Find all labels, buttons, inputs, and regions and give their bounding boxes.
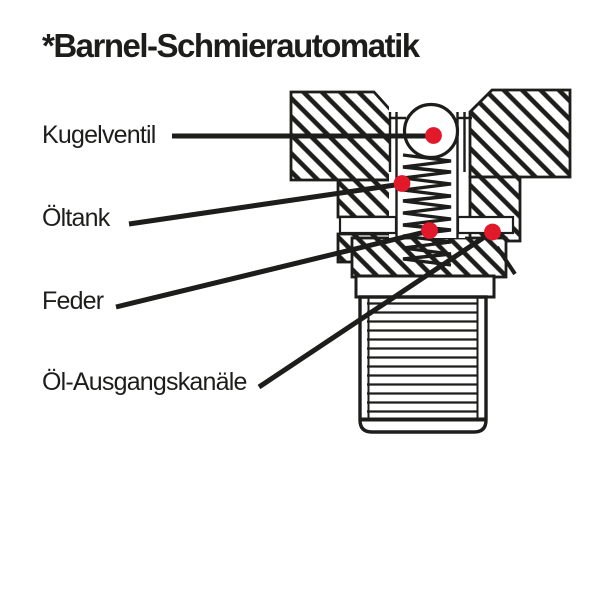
page-title: *Barnel-Schmierautomatik xyxy=(42,27,420,64)
marker-oel-ausgangskanaele xyxy=(484,223,501,241)
left-outlet-channel xyxy=(338,215,398,235)
head-right-wing xyxy=(468,88,572,179)
label-oeltank: Öltank xyxy=(42,204,110,232)
marker-kugelventil xyxy=(425,127,442,144)
outlet-direction-mark xyxy=(495,245,517,276)
leader-lines xyxy=(115,133,494,390)
marker-dots xyxy=(393,127,501,241)
leader-oeltank xyxy=(128,181,403,227)
label-oel-ausgangskanaele: Öl-Ausgangskanäle xyxy=(42,368,247,396)
marker-feder xyxy=(421,222,438,239)
label-kugelventil: Kugelventil xyxy=(42,121,156,149)
thread-lines xyxy=(367,302,478,413)
label-feder: Feder xyxy=(42,287,104,315)
leader-feder xyxy=(115,228,430,310)
leader-oel-ausgangskanaele xyxy=(257,229,494,390)
marker-oeltank xyxy=(393,175,411,192)
spring-coil xyxy=(402,153,452,267)
